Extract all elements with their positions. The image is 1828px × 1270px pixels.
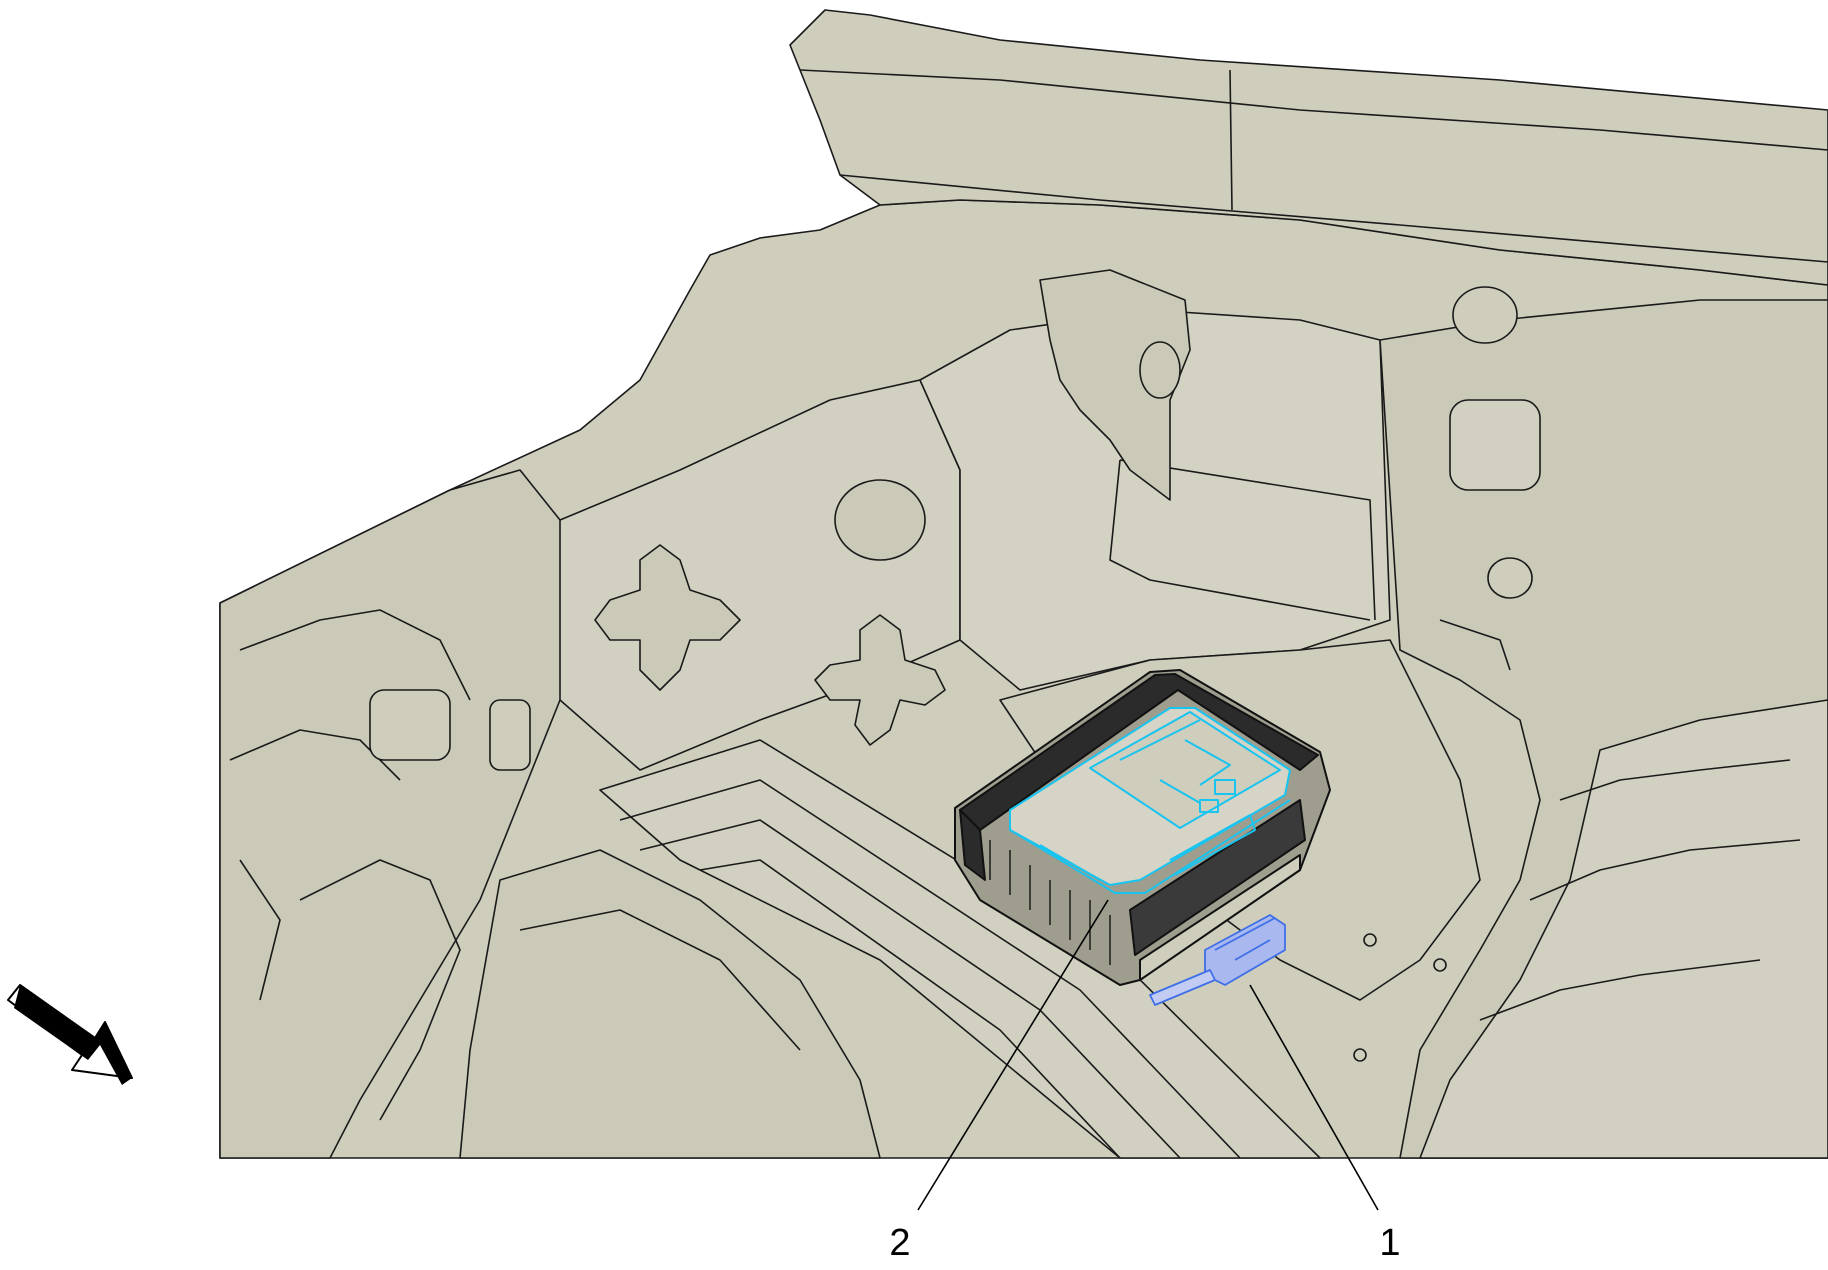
floor-tub — [459, 849, 881, 1159]
module-connector — [1149, 914, 1286, 1006]
shelf-top-strip — [799, 69, 1828, 151]
right-grommet — [1452, 286, 1518, 344]
callout-leaders — [917, 899, 1379, 1211]
right-wheelhouse — [1419, 699, 1828, 1159]
cross-cutout-right — [814, 614, 946, 746]
leader-line-2 — [917, 899, 1109, 1211]
electronic-module — [1009, 707, 1291, 894]
callout-label-2: 2 — [889, 1222, 910, 1264]
vehicle-body — [219, 9, 1828, 1159]
cross-cutout-left — [594, 544, 741, 691]
shelf-edge-line — [839, 174, 1828, 263]
upper-bracket — [1039, 269, 1191, 501]
rear-shelf-beam — [789, 9, 1828, 286]
left-quarter-inner — [219, 469, 601, 1159]
leader-line-1 — [1249, 984, 1379, 1211]
front-direction-arrow-icon — [7, 984, 133, 1085]
callout-label-1: 1 — [1379, 1222, 1400, 1264]
